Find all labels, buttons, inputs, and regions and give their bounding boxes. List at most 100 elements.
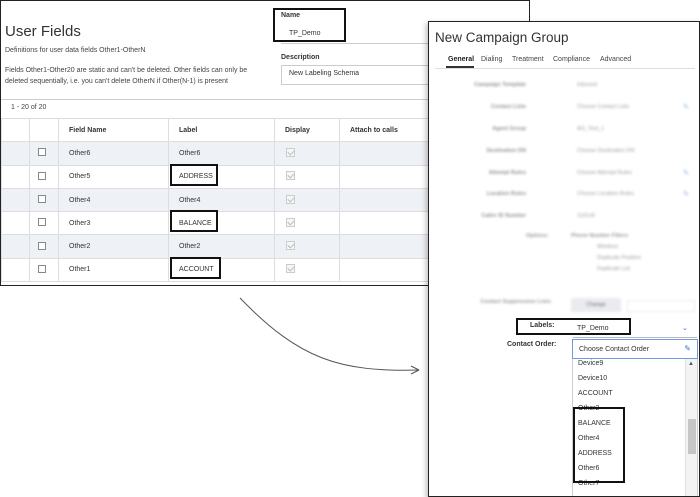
row-select-checkbox[interactable] bbox=[38, 241, 46, 250]
dropdown-option[interactable]: Device10 bbox=[578, 375, 608, 382]
dropdown-option[interactable]: BALANCE bbox=[578, 420, 611, 427]
field-row-campaign-template[interactable]: Campaign Template Inbound bbox=[429, 80, 699, 94]
flow-arrow-line bbox=[239, 297, 420, 371]
field-row-agent-group[interactable]: Agent Group AG_Test_1 bbox=[429, 124, 699, 138]
pencil-icon[interactable]: ✎ bbox=[683, 170, 689, 177]
field-value[interactable]: Choose Contact Lists bbox=[577, 104, 630, 110]
field-row-attempt-rules[interactable]: Attempt Rules Choose Attempt Rules ✎ bbox=[429, 168, 699, 182]
chevron-down-icon[interactable]: ⌄ bbox=[682, 325, 688, 332]
row-select-checkbox[interactable] bbox=[38, 264, 46, 273]
pencil-icon[interactable]: ✎ bbox=[683, 191, 689, 198]
label-cell: Other2 bbox=[168, 234, 275, 259]
page-title: User Fields bbox=[5, 23, 81, 40]
field-label: Agent Group bbox=[492, 126, 526, 132]
field-label: Contact Lists bbox=[491, 104, 526, 110]
option-item[interactable]: Wireless bbox=[597, 244, 619, 250]
suppression-label: Contact Suppression Lists: bbox=[480, 299, 552, 305]
dialog-title: New Campaign Group bbox=[435, 30, 569, 45]
field-name-cell: Other4 bbox=[58, 187, 169, 213]
field-label: Campaign Template bbox=[474, 82, 526, 88]
field-row-contact-lists[interactable]: Contact Lists Choose Contact Lists ✎ bbox=[429, 102, 699, 116]
label-highlight-box bbox=[170, 257, 221, 279]
option-item[interactable]: Duplicate List bbox=[597, 266, 631, 272]
description-field-value[interactable]: New Labeling Schema bbox=[289, 70, 360, 77]
change-button[interactable]: Change bbox=[571, 298, 621, 312]
tab-general[interactable]: General bbox=[448, 56, 475, 63]
dropdown-option[interactable]: Device9 bbox=[578, 360, 604, 367]
pencil-icon[interactable]: ✎ bbox=[683, 104, 689, 111]
field-value[interactable]: AG_Test_1 bbox=[577, 126, 605, 132]
label-cell: Other6 bbox=[168, 141, 275, 166]
tab-treatment[interactable]: Treatment bbox=[512, 56, 544, 63]
dropdown-scrollbar[interactable]: ▲ bbox=[685, 359, 697, 496]
divider bbox=[1, 99, 529, 100]
options-section: Options: Phone Number Filters Wireless D… bbox=[429, 231, 699, 286]
suppression-field[interactable] bbox=[627, 300, 695, 312]
pencil-icon[interactable]: ✎ bbox=[684, 344, 691, 353]
display-checkbox bbox=[286, 217, 295, 227]
column-header-label[interactable]: Label bbox=[168, 117, 275, 143]
dropdown-option[interactable]: Other6 bbox=[578, 465, 600, 472]
field-value[interactable]: Choose Attempt Rules bbox=[577, 170, 632, 176]
contact-order-select[interactable]: Choose Contact Order ✎ bbox=[572, 339, 698, 359]
name-label: Name bbox=[281, 12, 301, 19]
contact-order-highlight-box bbox=[573, 407, 625, 483]
field-row-destination-dn[interactable]: Destination DN Choose Destination DN bbox=[429, 146, 699, 160]
field-value[interactable]: Choose Location Rules bbox=[577, 191, 634, 197]
field-name-cell: Other5 bbox=[58, 164, 169, 189]
display-checkbox bbox=[286, 194, 295, 204]
description-line-1: Definitions for user data fields Other1-… bbox=[5, 47, 146, 54]
display-checkbox bbox=[286, 264, 295, 274]
name-field-underline bbox=[281, 43, 529, 44]
display-checkbox bbox=[286, 147, 295, 157]
campaign-group-panel: New Campaign Group General Dialing Treat… bbox=[428, 21, 700, 497]
scroll-up-arrow-icon[interactable]: ▲ bbox=[688, 361, 694, 367]
field-label: Attempt Rules bbox=[488, 170, 526, 176]
flow-arrow-head bbox=[410, 365, 420, 375]
field-row-caller-id[interactable]: Caller ID Number 1101x8 bbox=[429, 211, 699, 225]
option-item[interactable]: Duplicate Position bbox=[597, 255, 642, 261]
description-label: Description bbox=[281, 54, 320, 61]
contact-order-dropdown[interactable]: Device9 Device10 ACCOUNT Other2 BALANCE … bbox=[572, 359, 698, 496]
active-tab-indicator bbox=[446, 66, 474, 68]
dropdown-option[interactable]: ADDRESS bbox=[578, 450, 612, 457]
options-label: Options: bbox=[526, 233, 549, 239]
dropdown-option[interactable]: Other4 bbox=[578, 435, 600, 442]
dropdown-option[interactable]: Other7 bbox=[578, 480, 600, 487]
dropdown-option[interactable]: ACCOUNT bbox=[578, 390, 613, 397]
label-highlight-box bbox=[170, 164, 218, 186]
field-label: Location Rules bbox=[486, 191, 526, 197]
field-name-cell: Other3 bbox=[58, 211, 169, 236]
field-label: Destination DN bbox=[486, 148, 526, 154]
display-checkbox bbox=[286, 171, 295, 181]
label-cell: ADDRESS bbox=[168, 164, 275, 189]
labels-select[interactable]: TP_Demo bbox=[577, 325, 609, 332]
field-name-cell: Other6 bbox=[58, 141, 169, 166]
tab-compliance[interactable]: Compliance bbox=[553, 56, 590, 63]
display-checkbox bbox=[286, 241, 295, 251]
options-heading: Phone Number Filters bbox=[571, 233, 629, 239]
row-select-checkbox[interactable] bbox=[38, 148, 46, 157]
contact-order-placeholder: Choose Contact Order bbox=[579, 346, 650, 353]
row-select-checkbox[interactable] bbox=[38, 195, 46, 204]
tab-advanced[interactable]: Advanced bbox=[600, 56, 632, 63]
tab-dialing[interactable]: Dialing bbox=[481, 56, 503, 63]
row-select-checkbox[interactable] bbox=[38, 218, 46, 227]
name-field[interactable]: TP_Demo bbox=[289, 30, 321, 37]
name-highlight-box bbox=[273, 8, 346, 42]
field-label: Caller ID Number bbox=[481, 213, 526, 219]
label-cell: Other4 bbox=[168, 187, 275, 213]
field-value[interactable]: Inbound bbox=[577, 82, 597, 88]
contact-order-label: Contact Order: bbox=[507, 341, 557, 348]
field-value[interactable]: Choose Destination DN bbox=[577, 148, 635, 154]
description-line-2: Fields Other1-Other20 are static and can… bbox=[5, 67, 248, 85]
row-select-checkbox[interactable] bbox=[38, 171, 46, 180]
pagination-count: 1 - 20 of 20 bbox=[11, 104, 47, 111]
scrollbar-thumb[interactable] bbox=[688, 419, 696, 454]
field-row-location-rules[interactable]: Location Rules Choose Location Rules ✎ bbox=[429, 189, 699, 203]
divider bbox=[435, 68, 695, 69]
labels-underline bbox=[573, 337, 697, 338]
labels-highlight-box bbox=[516, 318, 631, 335]
field-value[interactable]: 1101x8 bbox=[577, 213, 595, 219]
